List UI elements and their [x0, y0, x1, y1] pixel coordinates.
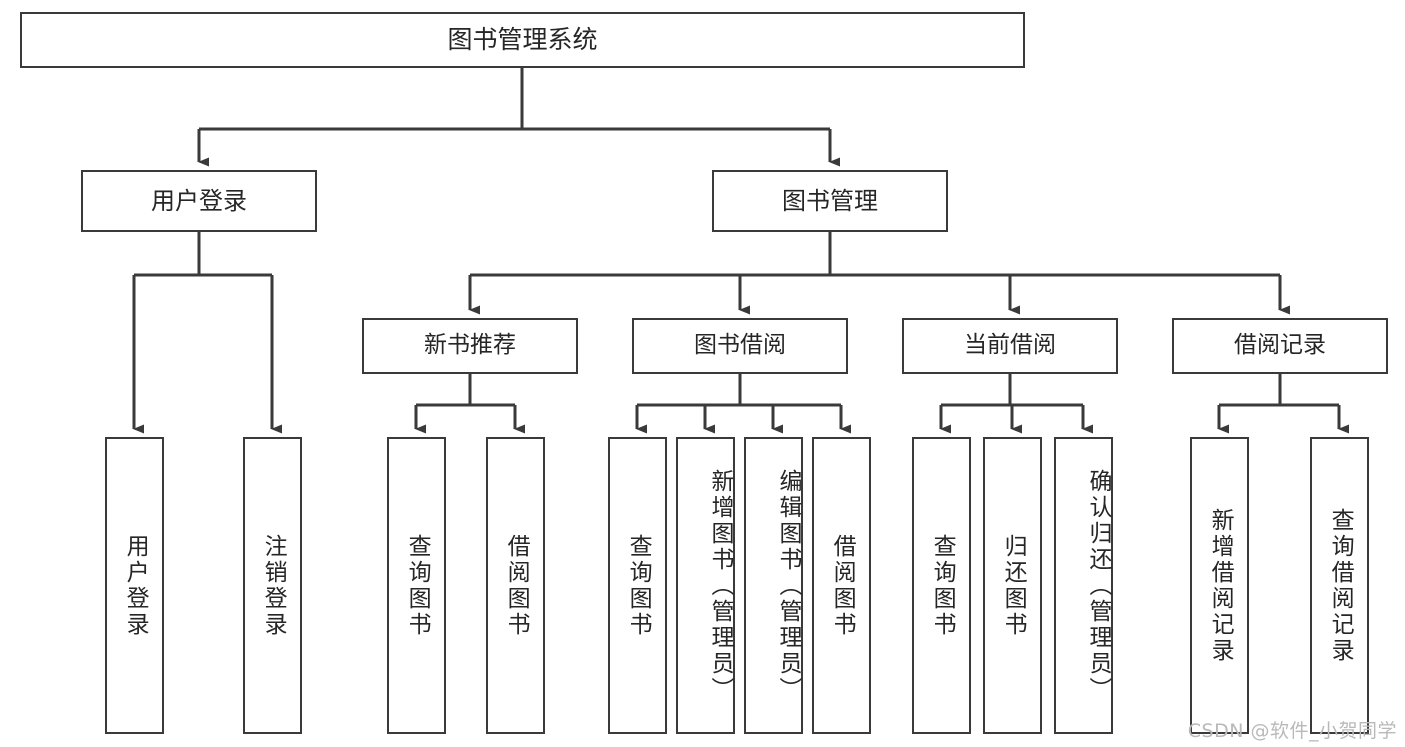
node-label: 查询借阅记录: [1327, 507, 1354, 664]
node-borrow-record[interactable]: 借阅记录: [1172, 318, 1388, 374]
node-label: 新增图书（管理员）: [707, 468, 733, 703]
node-label: 用户登录: [122, 533, 149, 638]
node-label: 注销登录: [260, 533, 287, 638]
node-book-borrow[interactable]: 图书借阅: [632, 318, 848, 374]
node-leaf-logout[interactable]: 注销登录: [243, 437, 302, 734]
node-leaf-edit-book-admin[interactable]: 编辑图书（管理员）: [744, 437, 803, 734]
node-leaf-confirm-return-admin[interactable]: 确认归还（管理员）: [1054, 437, 1113, 734]
watermark-text: CSDN @软件_小贺同学: [1187, 720, 1397, 742]
node-user-login[interactable]: 用户登录: [81, 170, 317, 232]
node-label: 查询图书: [929, 533, 956, 638]
node-book-management[interactable]: 图书管理: [712, 170, 948, 232]
node-current-borrow[interactable]: 当前借阅: [902, 318, 1118, 374]
node-leaf-query-book-borrow[interactable]: 查询图书: [608, 437, 667, 734]
node-label: 借阅图书: [829, 533, 856, 638]
node-root-system[interactable]: 图书管理系统: [20, 12, 1025, 68]
node-leaf-query-book-current[interactable]: 查询图书: [912, 437, 971, 734]
node-label: 用户登录: [151, 186, 247, 215]
node-label: 查询图书: [404, 533, 431, 638]
node-label: 借阅图书: [503, 533, 530, 638]
node-leaf-return-book[interactable]: 归还图书: [983, 437, 1042, 734]
node-leaf-add-borrow-record[interactable]: 新增借阅记录: [1190, 437, 1249, 734]
node-label: 借阅记录: [1234, 332, 1326, 359]
node-label: 图书管理系统: [447, 25, 598, 55]
node-leaf-borrow-book-rec[interactable]: 借阅图书: [486, 437, 545, 734]
node-leaf-query-borrow-record[interactable]: 查询借阅记录: [1310, 437, 1369, 734]
node-label: 图书借阅: [694, 332, 786, 359]
node-label: 新增借阅记录: [1207, 507, 1234, 664]
node-leaf-borrow-book[interactable]: 借阅图书: [812, 437, 871, 734]
node-label: 确认归还（管理员）: [1085, 468, 1111, 703]
node-label: 新书推荐: [424, 332, 516, 359]
node-new-book-recommend[interactable]: 新书推荐: [362, 318, 578, 374]
node-label: 查询图书: [625, 533, 652, 638]
node-leaf-add-book-admin[interactable]: 新增图书（管理员）: [676, 437, 735, 734]
node-label: 编辑图书（管理员）: [775, 468, 801, 703]
node-label: 当前借阅: [964, 332, 1056, 359]
node-leaf-user-login[interactable]: 用户登录: [105, 437, 164, 734]
node-label: 归还图书: [1000, 533, 1027, 638]
node-leaf-query-book-rec[interactable]: 查询图书: [387, 437, 446, 734]
node-label: 图书管理: [782, 186, 878, 215]
